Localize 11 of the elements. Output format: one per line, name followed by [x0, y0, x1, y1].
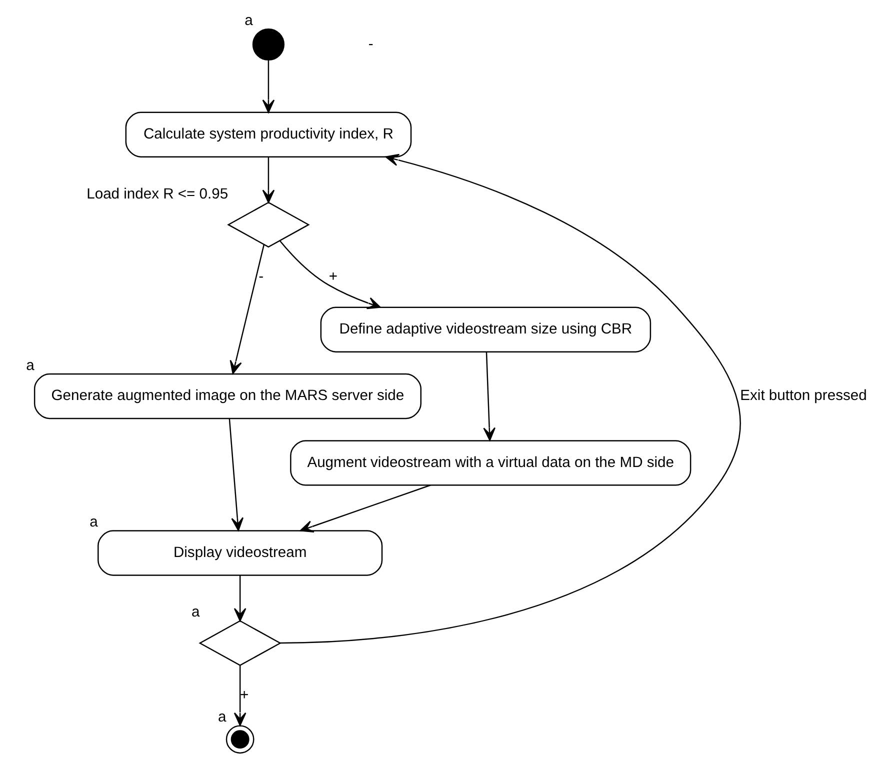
node-label: a [192, 604, 200, 621]
node-label: a [244, 12, 253, 29]
edge-label: + [240, 687, 249, 704]
edge-label: - [258, 268, 264, 285]
edge-label: Exit button pressed [740, 388, 867, 404]
node-label: a [90, 514, 98, 531]
node-label: a [26, 358, 34, 374]
node-label: a [218, 710, 226, 726]
label: - [368, 36, 374, 52]
edge-label: + [328, 268, 338, 285]
node-label: Load index R <= 0.95 [86, 186, 228, 202]
